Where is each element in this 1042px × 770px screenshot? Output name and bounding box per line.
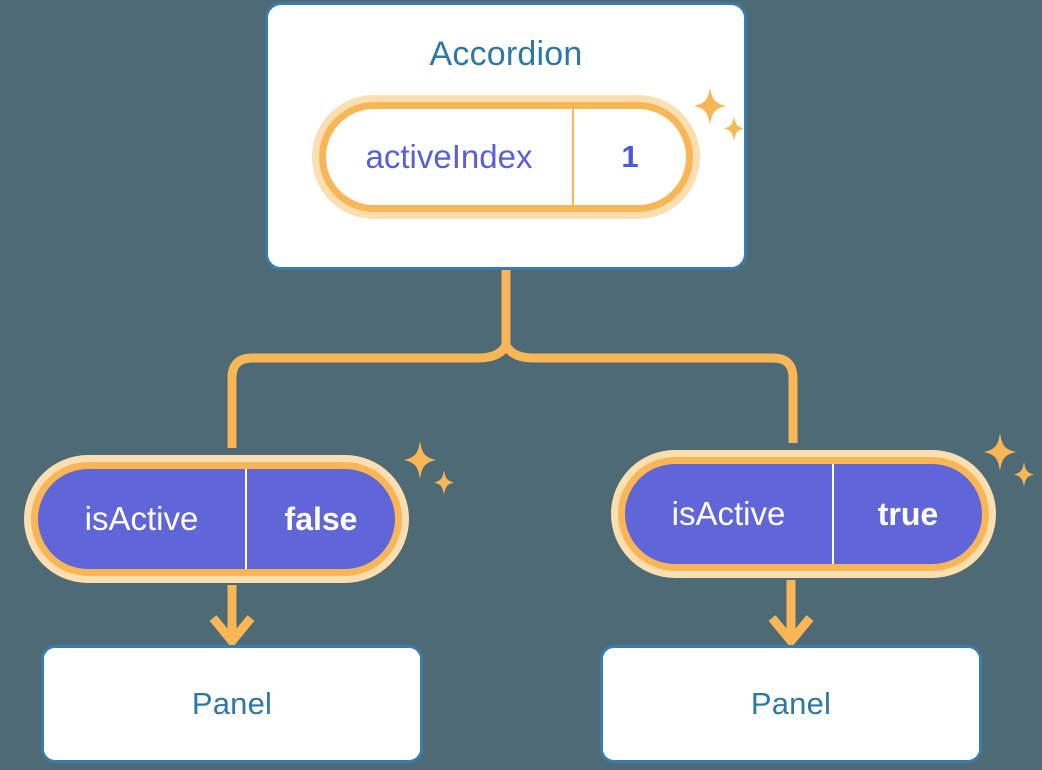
sparkle-small-icon bbox=[1014, 462, 1034, 487]
prop-pill-activeindex[interactable]: activeIndex 1 bbox=[312, 95, 700, 219]
prop-pill-body: activeIndex 1 bbox=[326, 109, 686, 205]
sparkle-large-icon bbox=[984, 433, 1016, 471]
component-card-panel-left[interactable]: Panel bbox=[41, 645, 423, 763]
component-title-panel-right: Panel bbox=[750, 686, 832, 721]
prop-pill-isactive-left[interactable]: isActive false bbox=[24, 455, 409, 583]
component-card-panel-right[interactable]: Panel bbox=[600, 645, 982, 763]
component-title-accordion: Accordion bbox=[429, 35, 583, 73]
prop-pill-body: isActive true bbox=[625, 464, 982, 564]
prop-value-isactive-left: false bbox=[284, 500, 358, 537]
prop-pill-body: isActive false bbox=[38, 469, 395, 569]
prop-pill-ring: isActive true bbox=[618, 457, 989, 571]
sparkle-large-icon bbox=[404, 441, 436, 479]
sparkle-decoration bbox=[404, 441, 454, 495]
prop-pill-ring: isActive false bbox=[31, 462, 402, 576]
sparkle-small-icon bbox=[434, 470, 454, 495]
prop-pill-isactive-right[interactable]: isActive true bbox=[611, 450, 996, 578]
arrow-left bbox=[209, 585, 255, 649]
prop-value-activeindex: 1 bbox=[621, 139, 639, 174]
prop-name-isactive-right: isActive bbox=[625, 464, 834, 564]
prop-name-isactive-left: isActive bbox=[38, 469, 247, 569]
prop-name-activeindex: activeIndex bbox=[326, 109, 574, 205]
component-title-panel-left: Panel bbox=[191, 686, 273, 721]
connector-branch-rail bbox=[227, 334, 798, 448]
arrow-right bbox=[768, 580, 814, 649]
prop-value-isactive-right: true bbox=[877, 495, 939, 532]
prop-pill-ring: activeIndex 1 bbox=[319, 102, 693, 212]
